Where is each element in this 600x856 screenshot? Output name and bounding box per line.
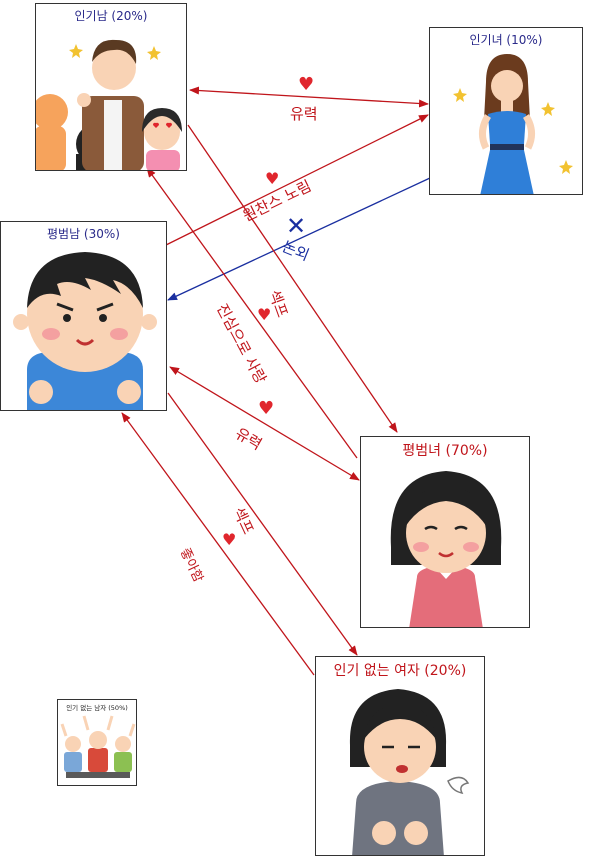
- edge-average-man-to-popular-woman: [165, 114, 429, 246]
- average-man-illustration: [13, 252, 157, 410]
- node-average-woman: 평범녀 (70%): [360, 436, 530, 628]
- node-popular-man: 인기남 (20%): [35, 3, 187, 171]
- node-title-popular-woman: 인기녀 (10%): [469, 33, 543, 47]
- heart-icon: ♥: [222, 530, 237, 549]
- popular-man-illustration: [36, 39, 182, 170]
- label-popular-mutual: 유력: [290, 105, 318, 123]
- node-unpopular-woman: 인기 없는 여자 (20%): [315, 656, 485, 856]
- unpopular-man-illustration: [60, 715, 136, 778]
- heart-icon: ♥: [258, 398, 275, 419]
- edge-average-man-average-woman: [169, 366, 360, 481]
- heart-icon: ♥: [298, 74, 315, 95]
- edge-popular-woman-to-average-man: [167, 177, 431, 301]
- popular-woman-illustration: [453, 54, 573, 194]
- edge-popular-man-to-average-woman: [187, 124, 398, 433]
- heart-icon: ♥: [265, 169, 280, 188]
- edge-average-man-to-unpopular-woman: [167, 392, 358, 656]
- node-average-man: 평범남 (30%): [0, 221, 167, 411]
- cross-icon: ✕: [286, 212, 307, 240]
- node-title-average-man: 평범남 (30%): [47, 227, 120, 241]
- average-woman-illustration: [390, 471, 502, 627]
- node-unpopular-man: 인기 없는 남자 (50%): [57, 699, 137, 786]
- node-title-popular-man: 인기남 (20%): [74, 9, 148, 23]
- node-popular-woman: 인기녀 (10%): [429, 27, 583, 195]
- node-title-average-woman: 평범녀 (70%): [402, 443, 488, 459]
- node-title-unpopular-woman: 인기 없는 여자 (20%): [333, 663, 467, 679]
- unpopular-woman-illustration: [349, 689, 470, 855]
- node-title-unpopular-man: 인기 없는 남자 (50%): [66, 704, 128, 712]
- edge-popular-man-popular-woman: [189, 86, 429, 108]
- heart-icon: ♥: [257, 305, 272, 324]
- edge-unpopular-woman-to-average-man: [121, 412, 315, 676]
